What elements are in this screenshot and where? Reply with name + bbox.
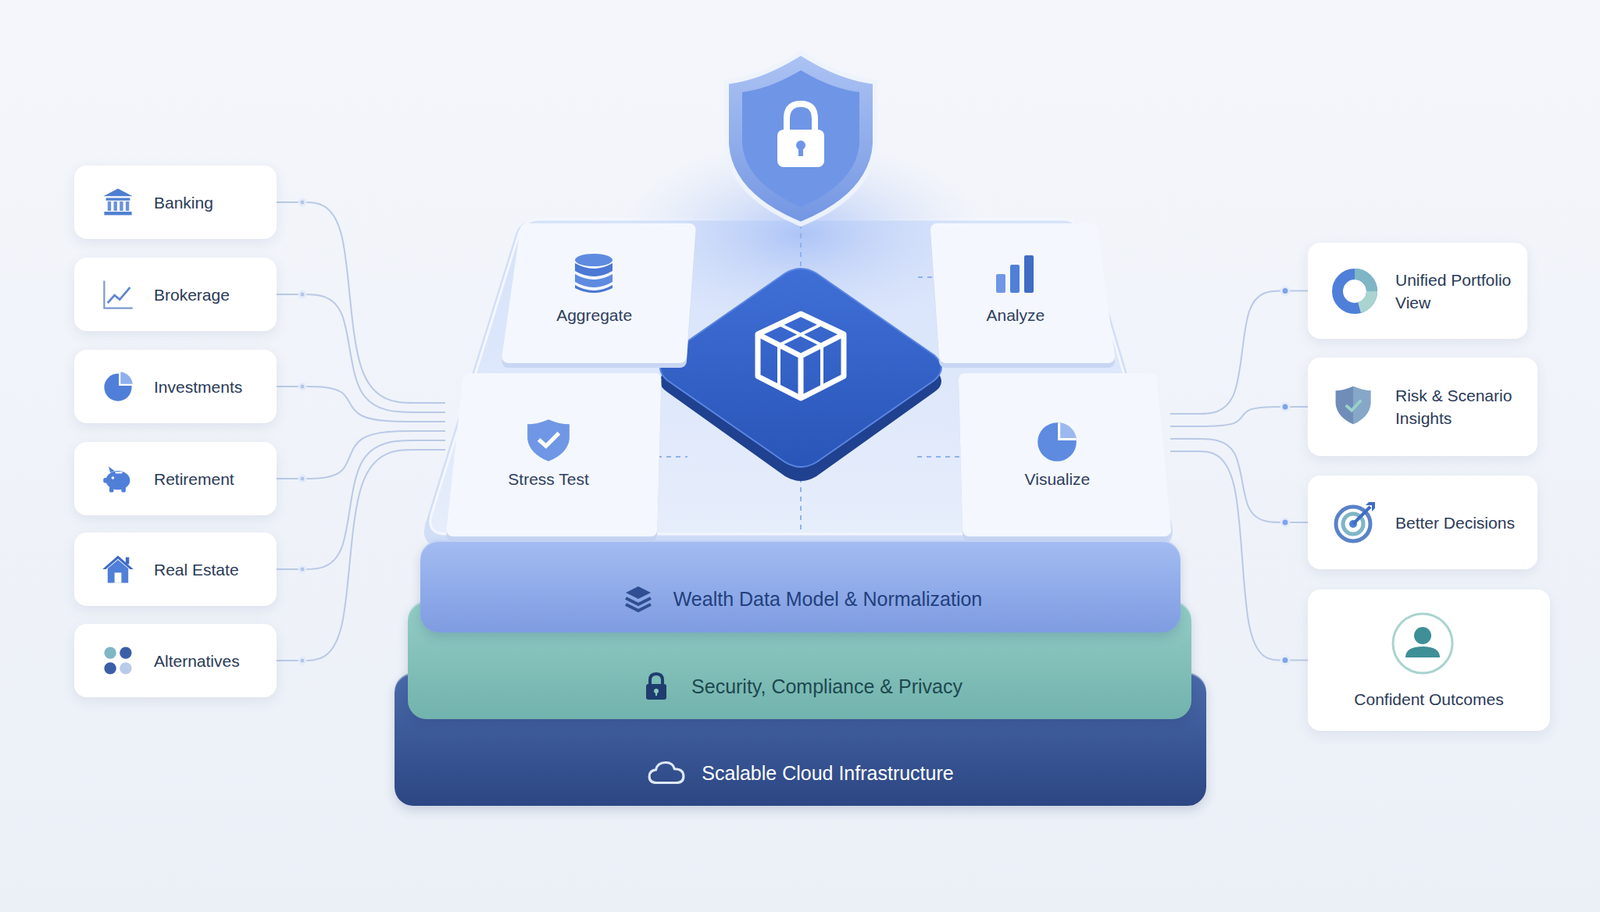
outcome-icon bbox=[1331, 499, 1379, 550]
function-tile: Visualize bbox=[959, 379, 1171, 531]
layer-label: Scalable Cloud Infrastructure bbox=[701, 762, 954, 786]
source-label: Banking bbox=[153, 191, 214, 215]
tile-icon bbox=[1032, 416, 1082, 468]
connector-dot bbox=[1281, 657, 1290, 665]
layer-row: Scalable Cloud Infrastructure bbox=[394, 757, 1207, 790]
outcome-card: Risk & Scenario Insights bbox=[1307, 357, 1538, 457]
tile-label: Stress Test bbox=[447, 470, 650, 490]
platform-slab bbox=[424, 219, 1173, 547]
source-card: Retirement bbox=[74, 442, 277, 516]
source-icon bbox=[100, 277, 136, 315]
tile-label: Analyze bbox=[929, 306, 1102, 325]
tile-face bbox=[453, 379, 656, 531]
connector-dot bbox=[299, 383, 306, 390]
tile-label: Aggregate bbox=[503, 306, 686, 325]
tile-face bbox=[936, 229, 1109, 358]
connector-dot bbox=[1281, 518, 1290, 527]
tile-face bbox=[508, 229, 690, 358]
connector-dot bbox=[1281, 403, 1290, 411]
source-label: Retirement bbox=[153, 467, 235, 491]
source-icon bbox=[100, 369, 136, 408]
source-icon bbox=[100, 185, 136, 223]
connector bbox=[276, 294, 446, 413]
connector-dot bbox=[1281, 287, 1290, 296]
source-label: Brokerage bbox=[153, 283, 230, 307]
connector bbox=[276, 202, 446, 404]
connector-dot bbox=[299, 566, 306, 573]
source-icon bbox=[100, 643, 136, 682]
shield-inner bbox=[742, 70, 860, 208]
lock-hole bbox=[798, 145, 804, 157]
source-label: Real Estate bbox=[153, 558, 240, 582]
connector-dot bbox=[299, 475, 306, 483]
plate-seams bbox=[647, 224, 960, 535]
shield bbox=[726, 53, 875, 225]
outcome-card: Confident Outcomes bbox=[1307, 589, 1550, 732]
outcome-label: Better Decisions bbox=[1395, 511, 1515, 535]
layer-label: Wealth Data Model & Normalization bbox=[673, 588, 983, 611]
connector bbox=[276, 431, 446, 479]
function-tile: Aggregate bbox=[500, 229, 698, 358]
layer-icon bbox=[636, 671, 676, 703]
source-card: Banking bbox=[74, 165, 277, 240]
tile-icon bbox=[570, 250, 618, 301]
cube-icon bbox=[757, 314, 844, 399]
outcome-label: Risk & Scenario Insights bbox=[1395, 384, 1525, 430]
layer-icon bbox=[646, 757, 686, 790]
connector-dot bbox=[299, 199, 306, 206]
layer-row: Security, Compliance & Privacy bbox=[407, 671, 1192, 703]
connector bbox=[1170, 291, 1308, 415]
layer-label: Security, Compliance & Privacy bbox=[691, 675, 963, 699]
tile-icon bbox=[524, 416, 573, 468]
lock-shackle bbox=[786, 103, 815, 133]
connector bbox=[276, 386, 446, 422]
connector bbox=[276, 440, 446, 570]
source-label: Investments bbox=[153, 375, 243, 399]
layer-row: Wealth Data Model & Normalization bbox=[420, 583, 1181, 615]
outcome-icon bbox=[1389, 610, 1456, 680]
lock-body bbox=[777, 129, 825, 168]
outcome-label: Unified Portfolio View bbox=[1395, 268, 1515, 315]
outcome-label: Confident Outcomes bbox=[1307, 689, 1550, 711]
connector-dot bbox=[299, 657, 306, 665]
tile-icon bbox=[991, 250, 1039, 301]
outcome-icon bbox=[1331, 383, 1375, 431]
tile-shape bbox=[500, 229, 698, 358]
tile-label: Visualize bbox=[957, 470, 1158, 490]
tile-face bbox=[964, 379, 1165, 531]
outcome-icon bbox=[1331, 267, 1379, 318]
platform-layer: Wealth Data Model & Normalization bbox=[420, 540, 1181, 633]
source-card: Real Estate bbox=[74, 532, 277, 607]
source-icon bbox=[100, 552, 136, 590]
function-tile: Analyze bbox=[931, 229, 1115, 358]
function-tile: Stress Test bbox=[445, 379, 663, 531]
layer-icon bbox=[618, 583, 658, 615]
source-card: Alternatives bbox=[74, 624, 277, 698]
outcome-card: Unified Portfolio View bbox=[1307, 242, 1528, 340]
outcome-card: Better Decisions bbox=[1307, 475, 1538, 570]
source-card: Brokerage bbox=[74, 257, 277, 332]
core-diamond bbox=[660, 268, 942, 468]
source-icon bbox=[100, 461, 136, 500]
connector-dot bbox=[299, 291, 306, 298]
tile-shape bbox=[931, 229, 1115, 358]
source-label: Alternatives bbox=[153, 650, 240, 673]
source-card: Investments bbox=[74, 350, 277, 424]
